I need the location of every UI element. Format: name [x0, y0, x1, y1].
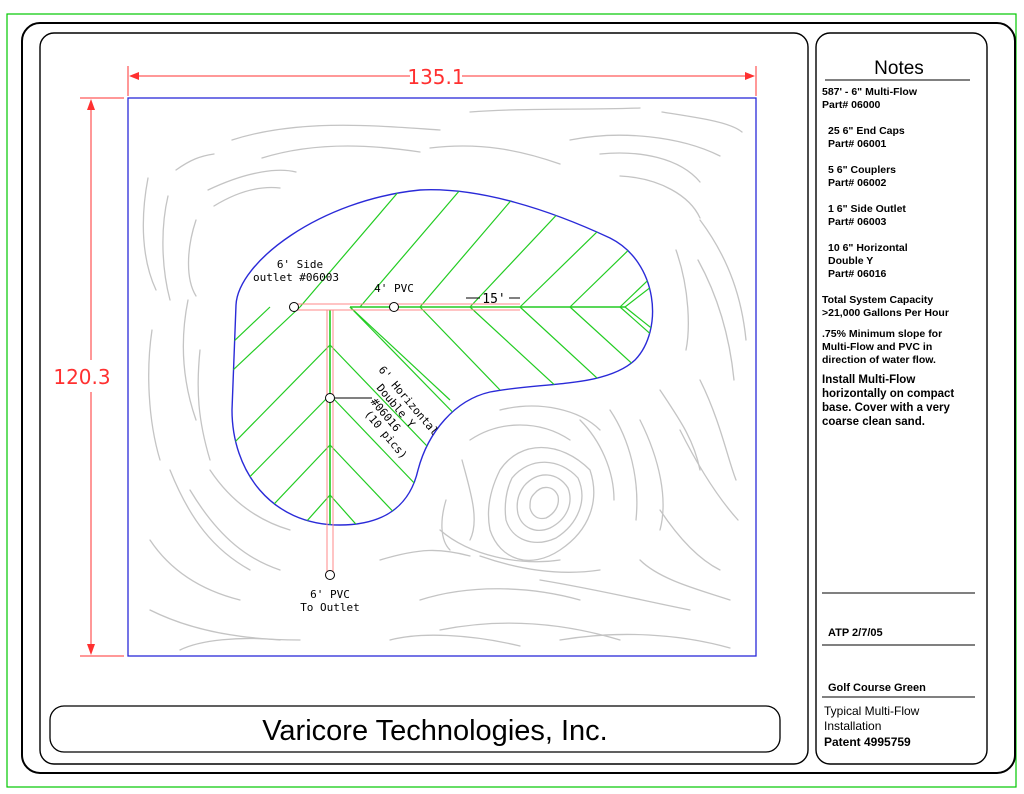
- drawing-panel: [39, 32, 809, 765]
- side-outlet-label-1: 6' Side: [277, 258, 323, 271]
- outlet-label-2: To Outlet: [300, 601, 360, 614]
- install-note: Install Multi-Flow horizontally on compa…: [822, 374, 955, 428]
- note-item: 587' - 6" Multi-Flow Part# 06000: [822, 86, 917, 111]
- pvc-label: 4' PVC: [374, 282, 414, 295]
- capacity-note: Total System Capacity >21,000 Gallons Pe…: [822, 294, 949, 319]
- multi-flow-laterals: [232, 189, 653, 525]
- slope-note: .75% Minimum slope for Multi-Flow and PV…: [822, 328, 943, 366]
- note-item: 5 6" Couplers Part# 06002: [828, 164, 896, 189]
- note-item: 25 6" End Caps Part# 06001: [828, 125, 905, 150]
- pvc-fitting: [389, 302, 399, 312]
- project-name: Golf Course Green: [828, 682, 926, 694]
- leaders: [335, 297, 520, 399]
- site-boundary: [127, 97, 757, 657]
- side-outlet-fitting: [289, 302, 299, 312]
- description-line-2: Installation: [824, 719, 881, 733]
- note-item: 10 6" Horizontal Double Y Part# 06016: [828, 242, 908, 280]
- pvc-pipes: [294, 303, 520, 575]
- width-dimension-value: 135.1: [407, 65, 464, 89]
- fittings: [289, 302, 399, 580]
- drawn-by: ATP 2/7/05: [828, 627, 883, 639]
- notes-panel: [815, 32, 988, 765]
- height-dimension: [80, 97, 124, 657]
- patent-number: Patent 4995759: [824, 735, 911, 749]
- height-dimension-value: 120.3: [53, 365, 110, 389]
- description-line-1: Typical Multi-Flow: [824, 704, 920, 718]
- green-outline: [231, 189, 654, 526]
- notes-list: 587' - 6" Multi-Flow Part# 06000 25 6" E…: [822, 86, 987, 442]
- double-y-fitting: [325, 393, 335, 403]
- company-name: Varicore Technologies, Inc.: [262, 715, 608, 747]
- note-item: 1 6" Side Outlet Part# 06003: [828, 203, 906, 228]
- outlet-fitting: [325, 570, 335, 580]
- side-outlet-label-2: outlet #06003: [253, 271, 339, 284]
- spacing-label: 15': [482, 292, 505, 307]
- frame: [21, 22, 1016, 774]
- company-banner: [49, 705, 781, 753]
- outlet-label-1: 6' PVC: [310, 588, 350, 601]
- width-dimension: [127, 66, 757, 96]
- notes-title: Notes: [874, 58, 924, 79]
- contour-lines: [142, 107, 747, 651]
